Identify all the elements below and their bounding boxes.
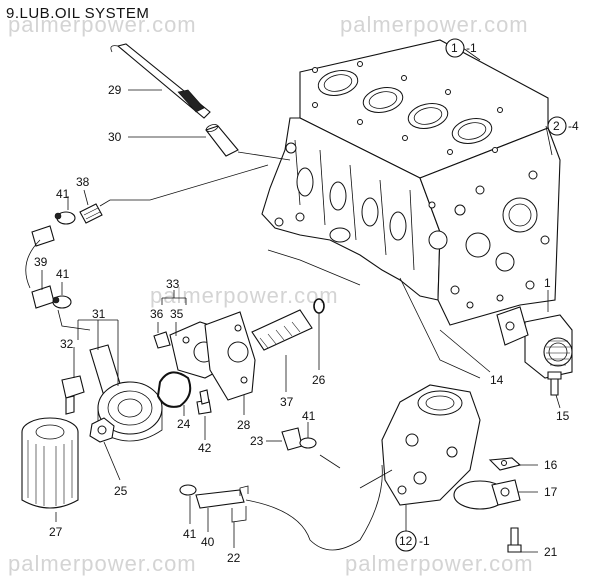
dipstick-guide[interactable] xyxy=(205,123,239,157)
callout-29: 29 xyxy=(108,83,122,97)
callout-16: 16 xyxy=(544,458,558,472)
callout-22: 22 xyxy=(227,551,241,565)
group-ref-12-1[interactable]: 12 -1 xyxy=(395,530,430,552)
callout-41: 41 xyxy=(56,187,70,201)
callout-31: 31 xyxy=(92,307,106,321)
hose-clip[interactable] xyxy=(179,484,197,496)
bolt[interactable] xyxy=(547,371,562,396)
return-pipe[interactable] xyxy=(231,485,249,523)
o-ring[interactable] xyxy=(156,371,192,408)
hose-union[interactable] xyxy=(79,203,103,224)
watermark: palmerpower.com xyxy=(8,12,197,37)
svg-text:1: 1 xyxy=(451,41,458,55)
callout-38: 38 xyxy=(76,175,90,189)
elbow-fitting[interactable] xyxy=(281,427,303,451)
callout-42: 42 xyxy=(198,441,212,455)
callout-30: 30 xyxy=(108,130,122,144)
callout-33: 33 xyxy=(166,277,180,291)
callout-28: 28 xyxy=(237,418,251,432)
return-hose[interactable] xyxy=(195,489,245,509)
svg-text:2: 2 xyxy=(553,119,560,133)
callout-39: 39 xyxy=(34,255,48,269)
bolt[interactable] xyxy=(507,527,522,553)
cylinder-block[interactable] xyxy=(261,39,561,326)
hose-clip[interactable] xyxy=(52,295,72,309)
svg-text:-1: -1 xyxy=(466,41,477,55)
thermostat-cover[interactable] xyxy=(453,479,521,510)
svg-text:-1: -1 xyxy=(419,534,430,548)
callout-40: 40 xyxy=(201,535,215,549)
leader-lines xyxy=(41,47,561,553)
callout-21: 21 xyxy=(544,545,558,559)
callout-23: 23 xyxy=(250,434,264,448)
group-ref-2-4[interactable]: 2 -4 xyxy=(547,116,579,136)
gasket[interactable] xyxy=(488,457,522,471)
oil-pipe[interactable] xyxy=(251,309,313,351)
elbow-fitting[interactable] xyxy=(61,375,85,415)
callout-41: 41 xyxy=(302,409,316,423)
dipstick[interactable] xyxy=(110,43,211,119)
oil-filter[interactable] xyxy=(21,417,79,509)
callout-36: 36 xyxy=(150,307,164,321)
callout-26: 26 xyxy=(312,373,326,387)
connector-lines xyxy=(57,151,481,551)
callout-24: 24 xyxy=(177,417,191,431)
callout-37: 37 xyxy=(280,395,294,409)
watermark: palmerpower.com xyxy=(345,551,534,576)
callout-41: 41 xyxy=(183,527,197,541)
callout-15: 15 xyxy=(556,409,570,423)
callout-1: 1 xyxy=(544,276,551,290)
watermark: palmerpower.com xyxy=(8,551,197,576)
watermark: palmerpower.com xyxy=(150,283,339,308)
hose-clip[interactable] xyxy=(54,211,76,225)
callout-labels: 29 30 41 38 39 41 31 32 33 36 35 26 37 2… xyxy=(34,83,570,565)
callout-17: 17 xyxy=(544,485,558,499)
bracket-gasket[interactable] xyxy=(204,311,256,401)
oil-pump[interactable] xyxy=(496,306,573,379)
callout-32: 32 xyxy=(60,337,74,351)
oil-cooler[interactable] xyxy=(89,344,163,442)
svg-text:-4: -4 xyxy=(568,119,579,133)
callout-41: 41 xyxy=(56,267,70,281)
callout-14: 14 xyxy=(490,373,504,387)
group-ref-1-1[interactable]: 1 -1 xyxy=(445,38,477,58)
water-pump[interactable] xyxy=(359,384,481,506)
svg-text:12: 12 xyxy=(399,534,413,548)
callout-25: 25 xyxy=(114,484,128,498)
hose-clip[interactable] xyxy=(299,437,317,449)
callout-27: 27 xyxy=(49,525,63,539)
center-nut[interactable] xyxy=(89,417,115,443)
callout-35: 35 xyxy=(170,307,184,321)
page-title: 9.LUB.OIL SYSTEM xyxy=(6,5,149,22)
watermark: palmerpower.com xyxy=(340,12,529,37)
bolt[interactable] xyxy=(196,389,212,415)
